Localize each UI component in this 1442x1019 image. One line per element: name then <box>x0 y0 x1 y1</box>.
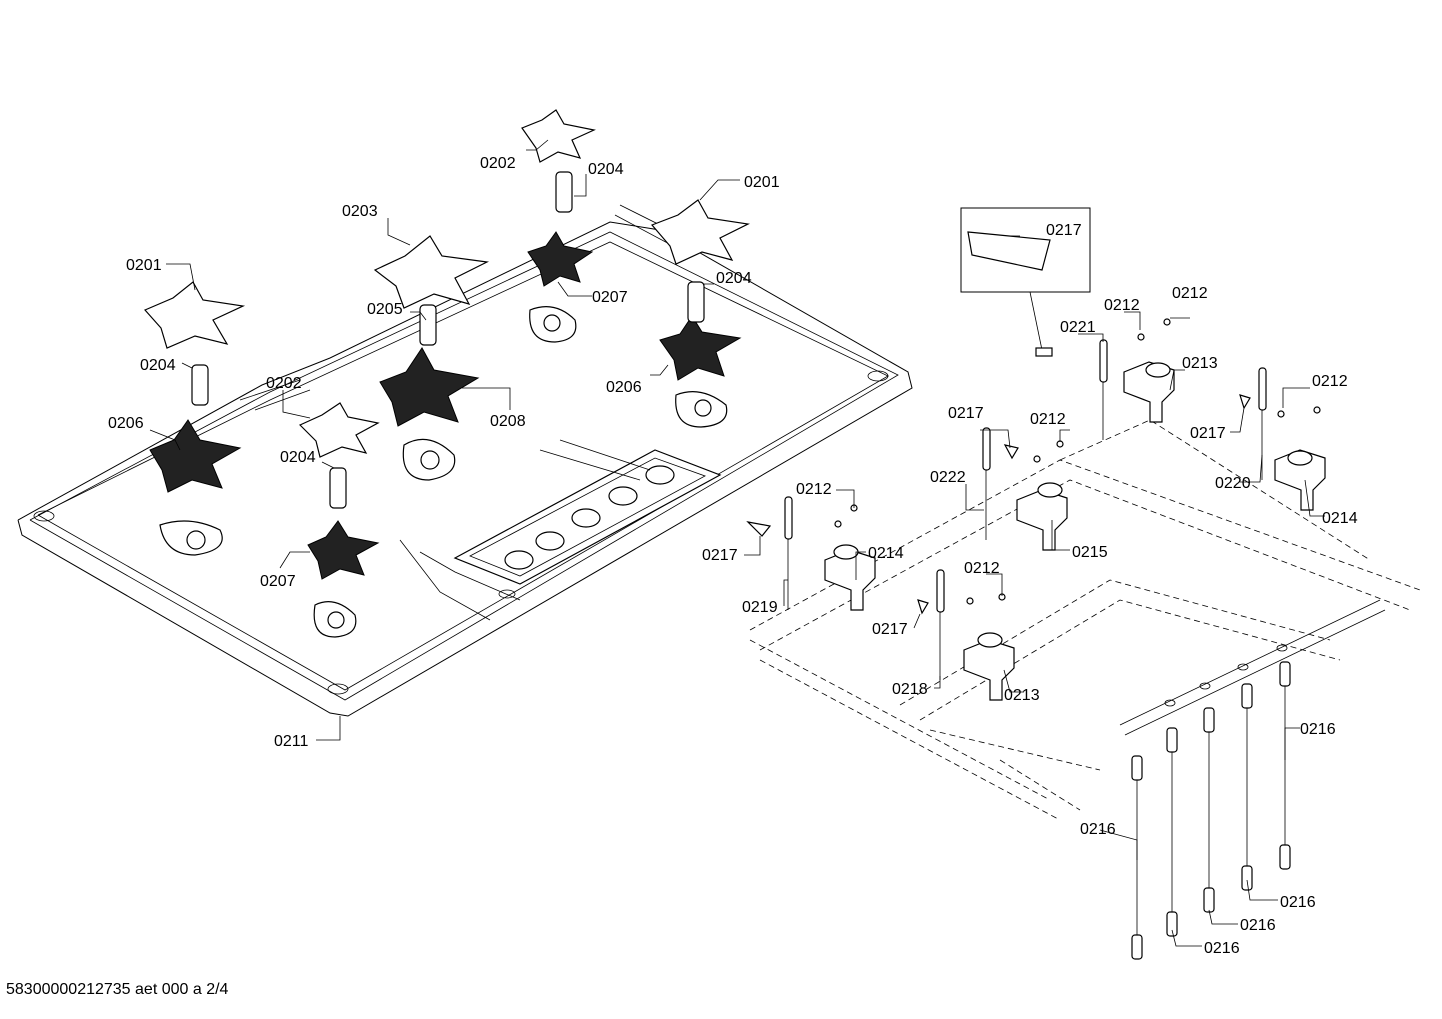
callout-0206-b: 0206 <box>606 379 642 396</box>
callout-0217-a: 0217 <box>1046 222 1082 239</box>
callout-0216-a: 0216 <box>1300 721 1336 738</box>
callout-0212-f: 0212 <box>964 560 1000 577</box>
callout-0203: 0203 <box>342 203 378 220</box>
callout-0212-d: 0212 <box>1030 411 1066 428</box>
callout-0216-e: 0216 <box>1204 940 1240 957</box>
callout-0215: 0215 <box>1072 544 1108 561</box>
cooktop-tray <box>17 204 913 717</box>
callout-0204-c: 0204 <box>140 357 176 374</box>
callout-0201-b: 0201 <box>126 257 162 274</box>
callout-0221: 0221 <box>1060 319 1096 336</box>
callout-0208: 0208 <box>490 413 526 430</box>
callout-0213-a: 0213 <box>1182 355 1218 372</box>
callout-0212-a: 0212 <box>1104 297 1140 314</box>
callout-0213-b: 0213 <box>1004 687 1040 704</box>
document-id-footer: 58300000212735 aet 000 a 2/4 <box>6 981 229 998</box>
callout-0206-a: 0206 <box>108 415 144 432</box>
callout-0207-a: 0207 <box>592 289 628 306</box>
callout-0216-d: 0216 <box>1240 917 1276 934</box>
callout-0217-b: 0217 <box>1190 425 1226 442</box>
callout-0204-a: 0204 <box>588 161 624 178</box>
callout-0214-a: 0214 <box>1322 510 1358 527</box>
callout-0204-d: 0204 <box>280 449 316 466</box>
callout-0202-a: 0202 <box>480 155 516 172</box>
callout-0201-a: 0201 <box>744 174 780 191</box>
callout-0204-b: 0204 <box>716 270 752 287</box>
callout-0216-c: 0216 <box>1280 894 1316 911</box>
callout-0218: 0218 <box>892 681 928 698</box>
callout-0212-e: 0212 <box>796 481 832 498</box>
valve-assembly <box>746 207 1421 960</box>
callout-0214-b: 0214 <box>868 545 904 562</box>
callout-0202-b: 0202 <box>266 375 302 392</box>
injectors <box>191 171 705 509</box>
burner-bodies <box>149 231 742 580</box>
callout-0216-b: 0216 <box>1080 821 1116 838</box>
burner-caps <box>143 109 750 458</box>
callout-labels: 0202 0204 0201 0203 0207 0201 0205 0204 … <box>108 155 1358 957</box>
callout-0220: 0220 <box>1215 475 1251 492</box>
callout-0207-b: 0207 <box>260 573 296 590</box>
callout-0205: 0205 <box>367 301 403 318</box>
callout-0212-b: 0212 <box>1172 285 1208 302</box>
callout-0217-d: 0217 <box>702 547 738 564</box>
callout-0211: 0211 <box>274 733 309 750</box>
leader-lines <box>149 139 1325 947</box>
callout-0212-c: 0212 <box>1312 373 1348 390</box>
callout-0222: 0222 <box>930 469 966 486</box>
callout-0217-e: 0217 <box>872 621 908 638</box>
callout-0219: 0219 <box>742 599 778 616</box>
callout-0217-c: 0217 <box>948 405 984 422</box>
